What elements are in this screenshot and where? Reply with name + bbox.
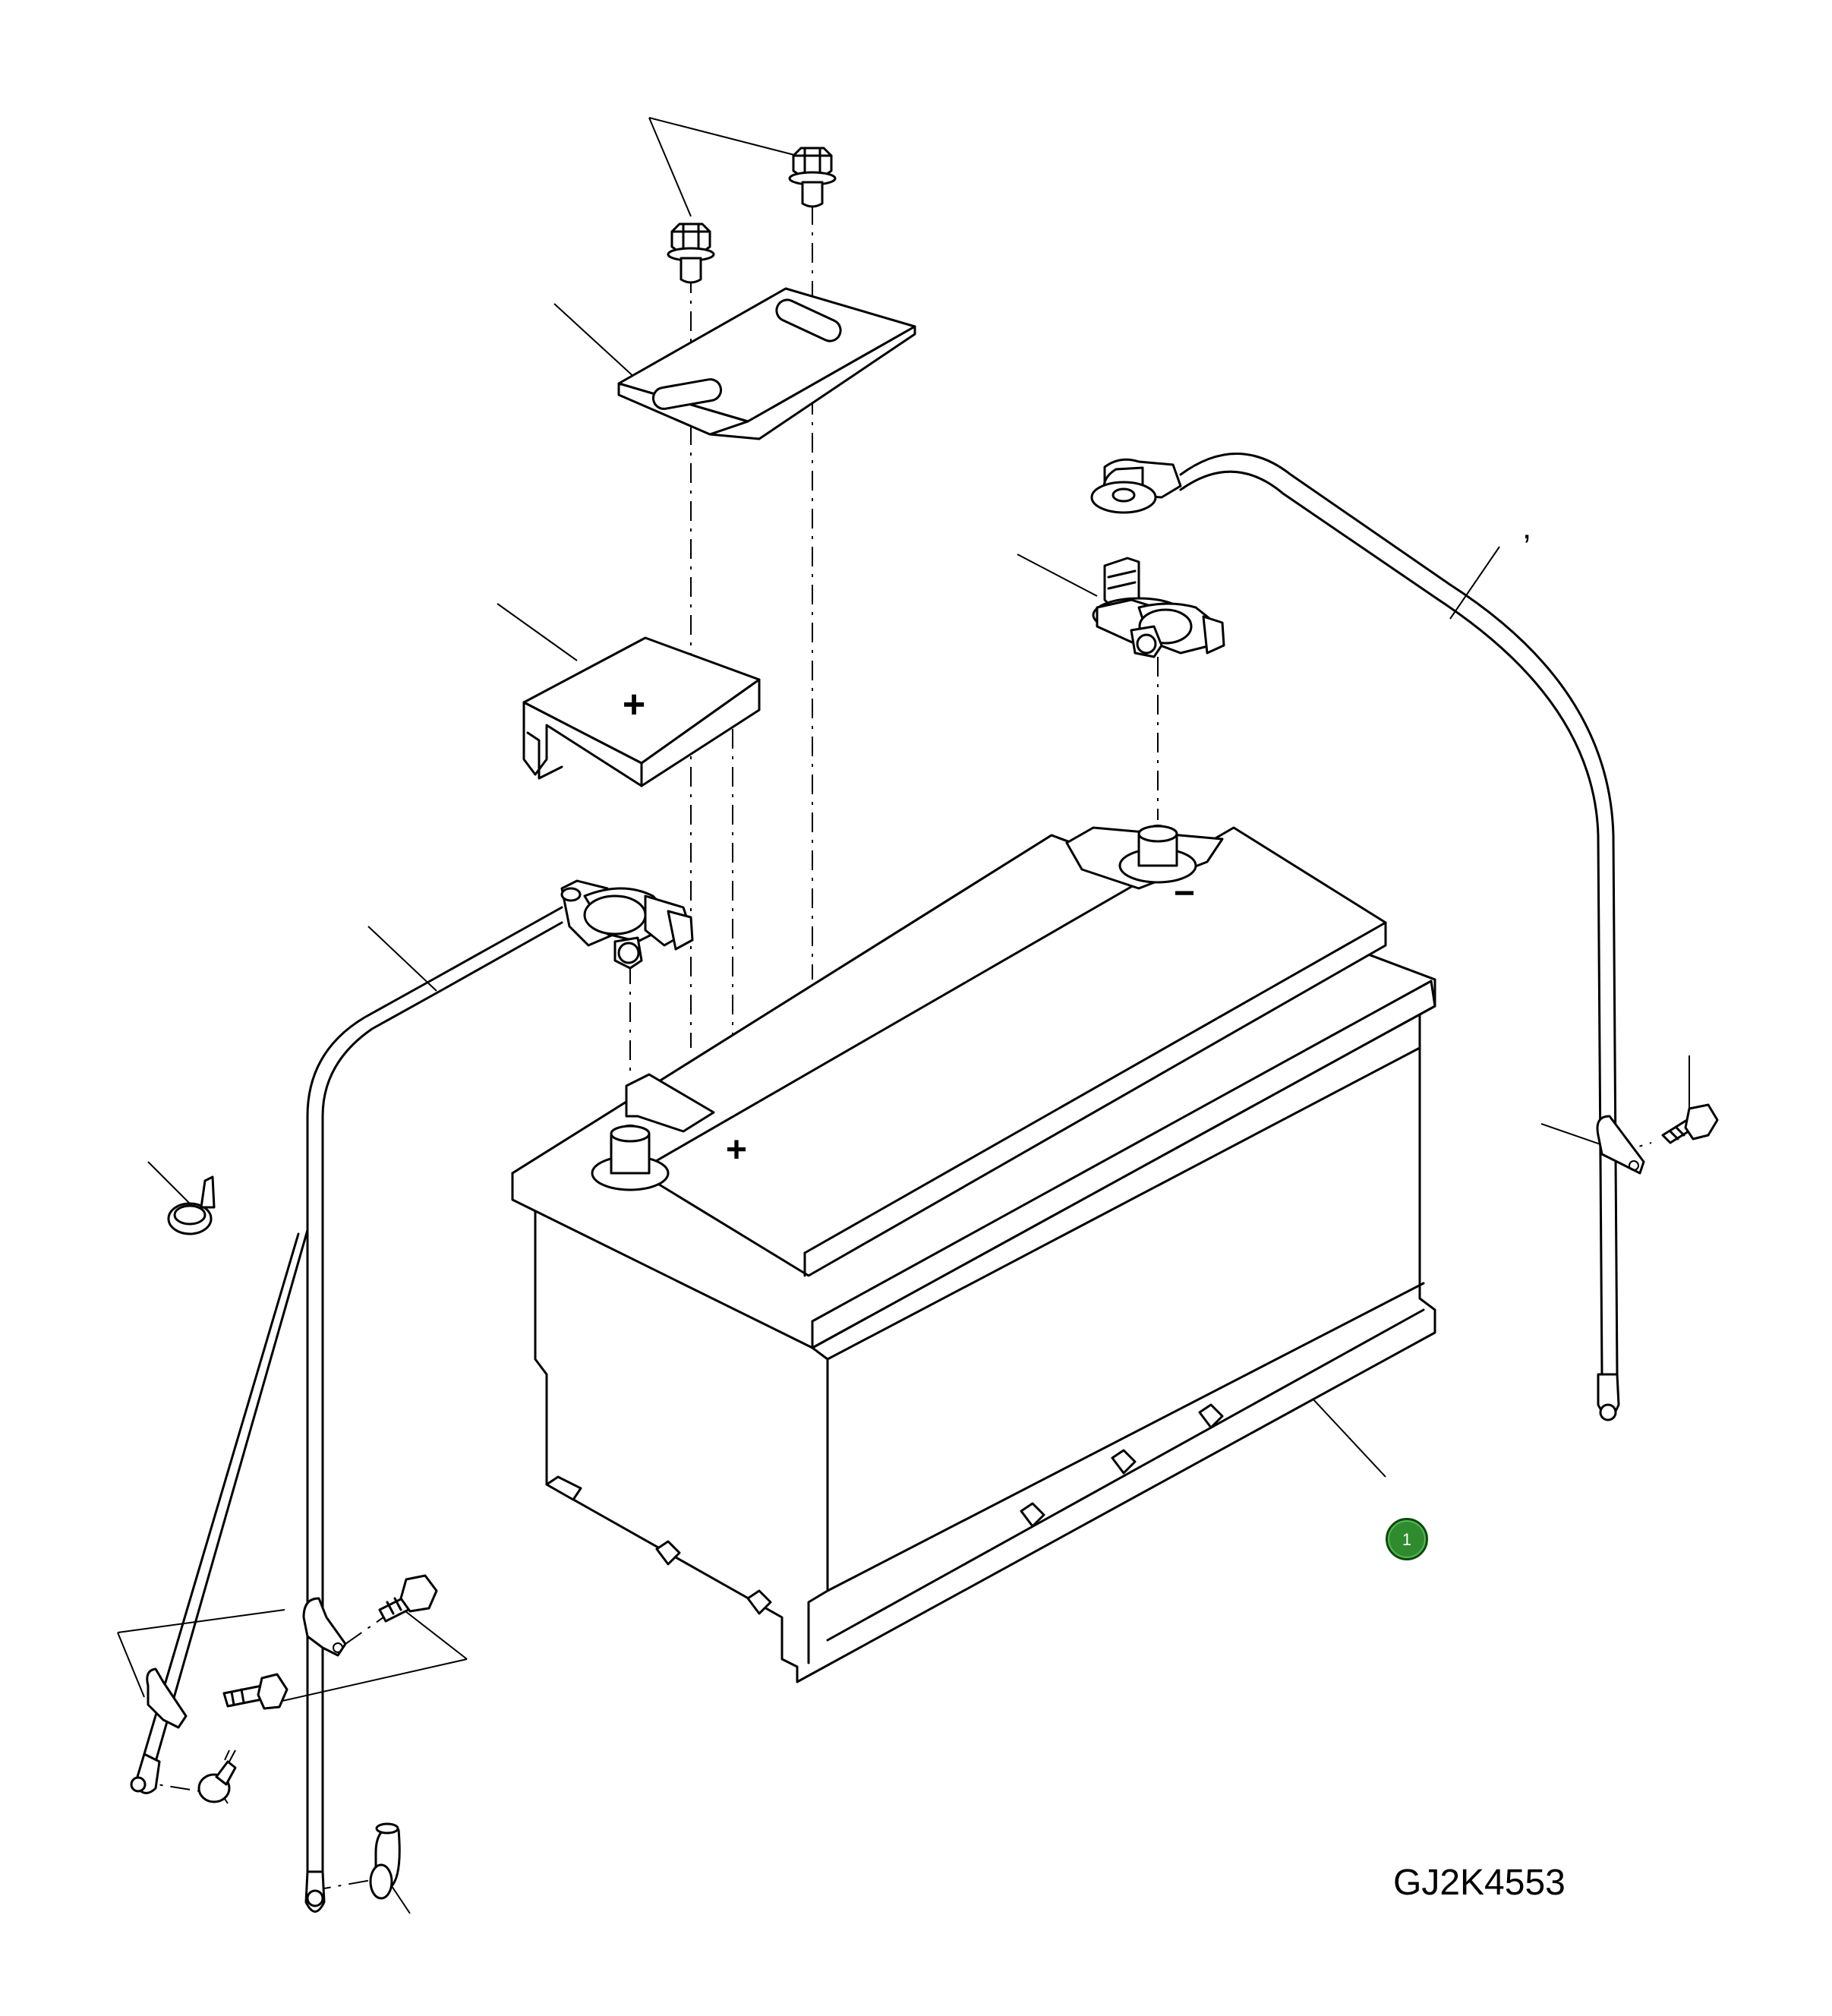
hold-down-clamp — [617, 287, 916, 440]
callout-number: 1 — [1402, 1530, 1412, 1549]
drawing-code: GJ2K4553 — [1393, 1863, 1566, 1903]
negative-terminal-clamp — [1092, 557, 1225, 658]
negative-cable — [1090, 453, 1645, 1421]
battery-negative-mark: − — [1174, 873, 1195, 913]
battery: + − — [511, 825, 1436, 1683]
cover-plus-mark: + — [623, 683, 645, 727]
terminal-boot-small — [197, 1749, 237, 1803]
terminal-boot-elbow — [369, 1822, 401, 1900]
mounting-bolt-right — [788, 147, 837, 208]
cable-bolt-left — [222, 1673, 289, 1710]
positive-cable — [130, 879, 694, 1913]
cable-bolt-lower — [378, 1574, 438, 1623]
battery-positive-mark: + — [726, 1130, 747, 1170]
cable-clip — [167, 1175, 216, 1235]
callout-marker[interactable]: 1 — [1386, 1518, 1428, 1560]
mounting-bolt-left — [667, 222, 715, 284]
stray-mark: , — [1522, 509, 1532, 546]
positive-terminal-cover: + — [522, 636, 761, 787]
cable-bolt-right — [1661, 1103, 1719, 1144]
